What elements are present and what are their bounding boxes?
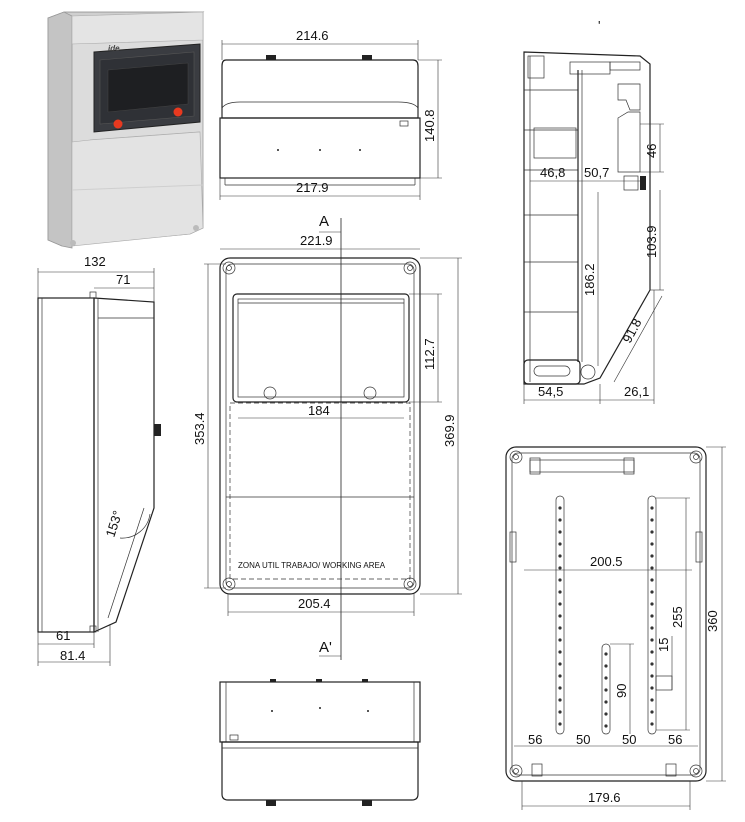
dim-54-5: 54,5 xyxy=(538,384,563,399)
dim-46-8: 46,8 xyxy=(540,165,565,180)
dim-90: 90 xyxy=(614,684,629,698)
dim-56-right: 56 xyxy=(668,732,682,747)
photo-right-button xyxy=(173,107,183,117)
dim-255: 255 xyxy=(670,606,685,628)
dim-81-4: 81.4 xyxy=(60,648,85,663)
photo-logo-text: ide xyxy=(108,44,120,53)
dim-50-7: 50,7 xyxy=(584,165,609,180)
dim-15: 15 xyxy=(656,638,671,652)
product-photo: ide xyxy=(47,11,205,249)
section-a-prime-label: A' xyxy=(319,639,332,656)
dim-61: 61 xyxy=(56,628,70,643)
dim-153-deg: 153° xyxy=(103,509,126,539)
dim-186-2: 186.2 xyxy=(582,263,597,296)
dim-132: 132 xyxy=(84,254,106,269)
top-view: 214.6 140.8 217.9 xyxy=(219,28,442,200)
side-view: 153° 132 71 61 81.4 xyxy=(37,254,161,666)
section-a-label: A xyxy=(319,213,329,230)
dim-360: 360 xyxy=(705,610,720,632)
dim-184: 184 xyxy=(308,403,330,418)
back-view: 200.5 255 15 90 56 50 50 56 360 179.6 xyxy=(505,446,726,810)
dim-50-a: 50 xyxy=(576,732,590,747)
dim-179-6: 179.6 xyxy=(588,790,621,805)
bottom-view xyxy=(219,679,421,806)
dim-50-b: 50 xyxy=(622,732,636,747)
working-area-label: ZONA UTIL TRABAJO/ WORKING AREA xyxy=(238,561,386,570)
dim-221-9: 221.9 xyxy=(300,233,333,248)
dim-26-1: 26,1 xyxy=(624,384,649,399)
dim-56-left: 56 xyxy=(528,732,542,747)
dim-112-7: 112.7 xyxy=(422,338,437,370)
dim-217-9: 217.9 xyxy=(296,180,329,195)
front-view: A A' ZONA UTIL TRABAJO/ WORKING AREA 221… xyxy=(192,213,462,660)
dim-91-8: 91.8 xyxy=(619,316,644,345)
dim-103-9: 103.9 xyxy=(644,225,659,258)
dim-214-6: 214.6 xyxy=(296,28,329,43)
section-tick-mark: ' xyxy=(598,18,600,33)
dim-369-9: 369.9 xyxy=(442,414,457,447)
dim-140-8: 140.8 xyxy=(422,109,437,142)
photo-left-button xyxy=(113,119,123,129)
dim-205-4: 205.4 xyxy=(298,596,331,611)
dim-46: 46 xyxy=(644,144,659,158)
dim-71: 71 xyxy=(116,272,130,287)
dim-353-4: 353.4 xyxy=(192,412,207,445)
dim-200-5: 200.5 xyxy=(590,554,623,569)
section-view: ' 46 46,8 5 xyxy=(523,18,664,404)
